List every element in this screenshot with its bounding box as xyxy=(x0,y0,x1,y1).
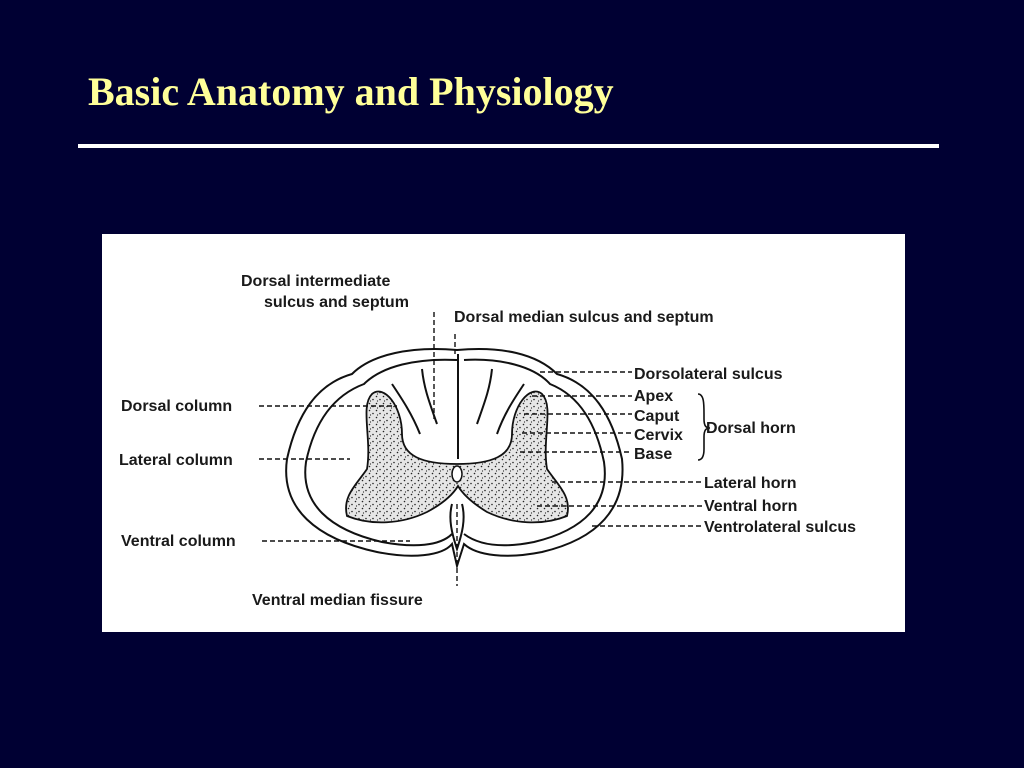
spinal-cord-outline xyxy=(285,348,624,570)
label-dorsal-intermediate-line2: sulcus and septum xyxy=(264,294,409,311)
label-base: Base xyxy=(634,446,672,463)
label-dorsal-column: Dorsal column xyxy=(121,398,232,415)
spinal-cord-inner-outline xyxy=(304,358,458,547)
label-caput: Caput xyxy=(634,408,680,425)
label-dorsal-median: Dorsal median sulcus and septum xyxy=(454,309,714,326)
label-ventral-median-fissure: Ventral median fissure xyxy=(252,592,423,609)
label-apex: Apex xyxy=(634,388,673,405)
label-cervix: Cervix xyxy=(634,427,683,444)
title-divider xyxy=(78,144,939,148)
label-dorsolateral-sulcus: Dorsolateral sulcus xyxy=(634,366,783,383)
spinal-cord-inner-outline-right xyxy=(463,358,606,547)
label-lateral-horn: Lateral horn xyxy=(704,475,796,492)
dorsal-septum-lines xyxy=(391,354,525,459)
label-ventral-column: Ventral column xyxy=(121,533,236,550)
spinal-cord-diagram: Dorsal intermediate sulcus and septum Do… xyxy=(119,273,856,609)
grey-matter xyxy=(345,390,569,524)
label-ventral-horn: Ventral horn xyxy=(704,498,797,515)
label-ventrolateral-sulcus: Ventrolateral sulcus xyxy=(704,519,856,536)
slide-title: Basic Anatomy and Physiology xyxy=(88,69,614,114)
label-dorsal-horn: Dorsal horn xyxy=(706,420,796,437)
dorsal-horn-brace xyxy=(697,393,711,461)
central-canal xyxy=(451,465,463,483)
label-dorsal-intermediate-line1: Dorsal intermediate xyxy=(241,273,390,290)
label-lateral-column: Lateral column xyxy=(119,452,233,469)
spinal-cord-figure: Dorsal intermediate sulcus and septum Do… xyxy=(102,234,905,632)
